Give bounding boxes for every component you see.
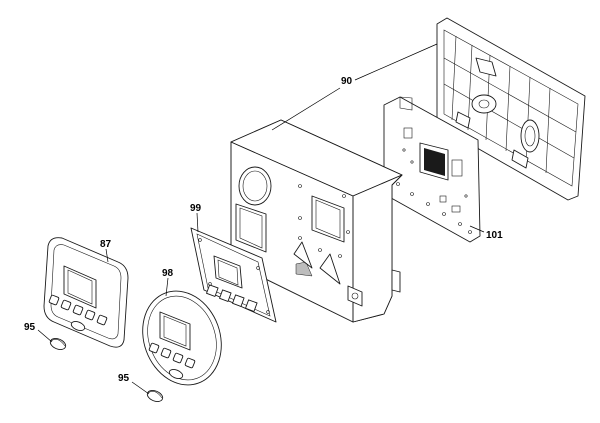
callout-labels: 90 101 99 87 98 95 95: [24, 76, 503, 384]
callout-101: 101: [486, 230, 503, 241]
callout-90: 90: [341, 76, 353, 87]
round-bezel: [142, 290, 222, 386]
button-cap-upper: [49, 338, 67, 350]
callout-95-upper: 95: [24, 322, 36, 333]
callout-99: 99: [190, 203, 202, 214]
leader-99: [196, 212, 199, 233]
leader-90-plate: [354, 43, 438, 81]
leader-95b: [131, 381, 150, 395]
leader-98: [165, 277, 169, 297]
callout-98: 98: [162, 268, 174, 279]
leader-101: [469, 225, 485, 233]
callout-95-lower: 95: [118, 373, 130, 384]
button-cap-lower: [146, 390, 164, 402]
leader-90-housing: [271, 87, 341, 131]
membrane-panel: [190, 227, 277, 323]
callout-87: 87: [100, 239, 112, 250]
rectangular-bezel: [43, 237, 129, 348]
leader-87: [105, 248, 109, 263]
leader-95a: [37, 329, 53, 343]
leader-lines: [37, 43, 485, 395]
wall-plate: [436, 17, 586, 201]
housing: [230, 119, 403, 323]
